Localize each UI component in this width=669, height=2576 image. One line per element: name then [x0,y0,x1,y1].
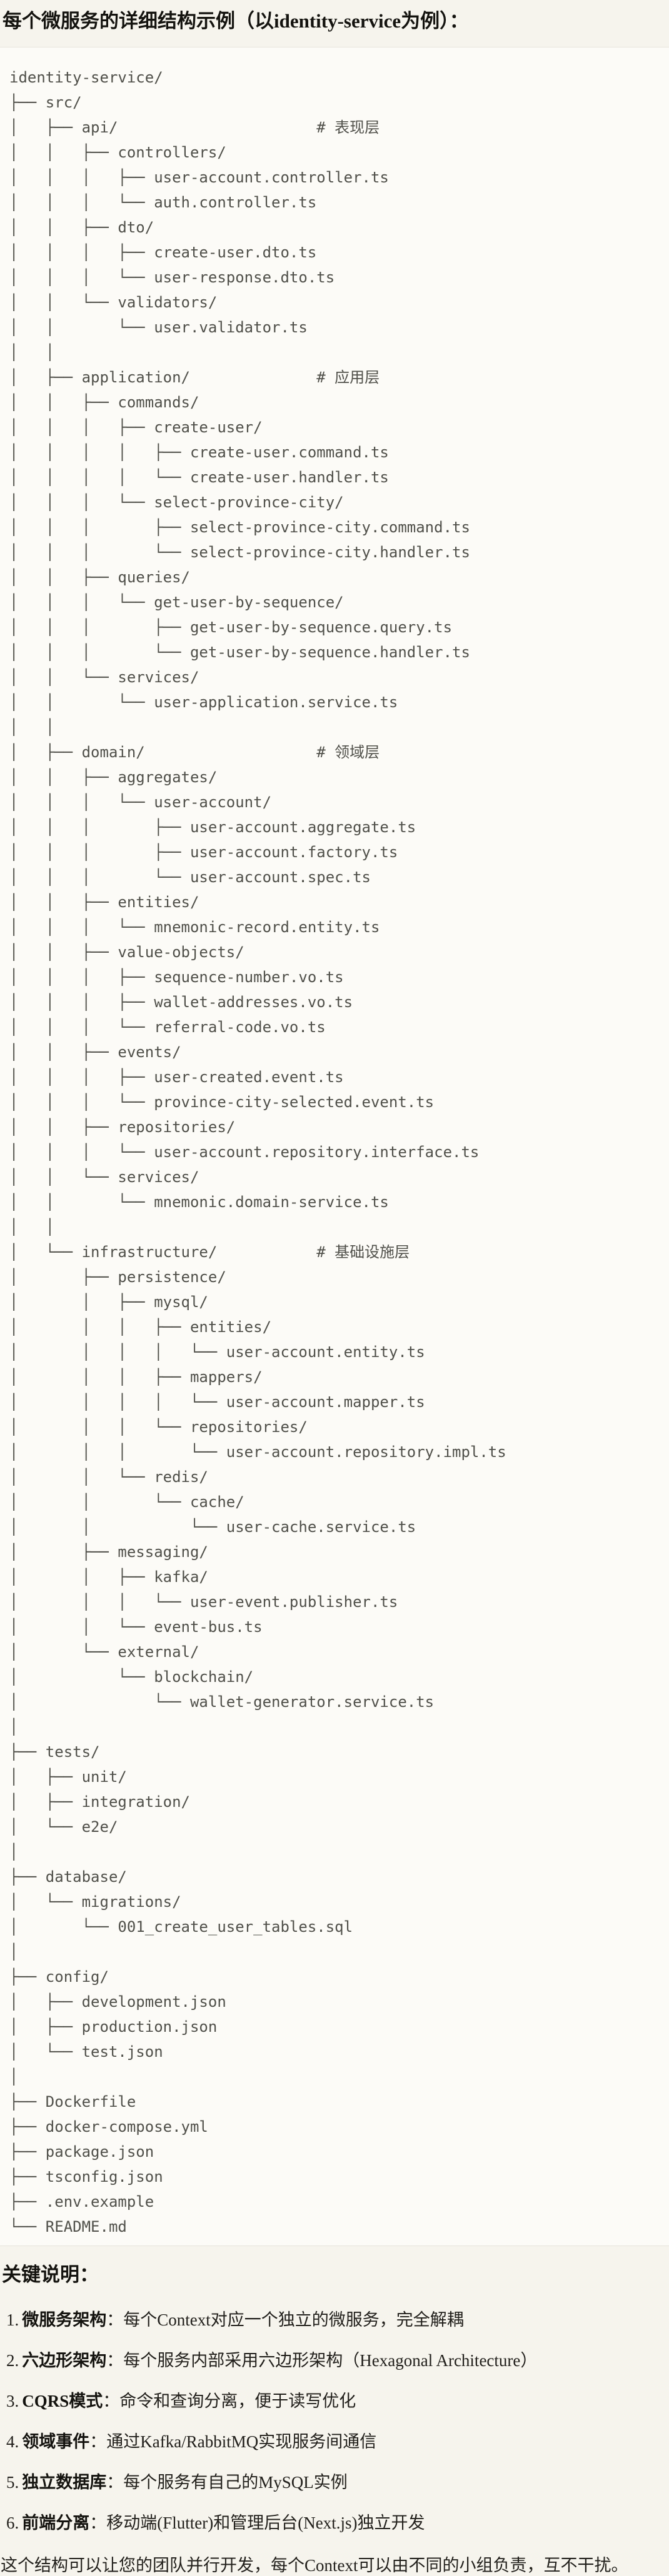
section-heading: 关键说明： [2,2264,99,2285]
list-item: 1.微服务架构：每个Context对应一个独立的微服务，完全解耦 [6,2309,669,2330]
list-item: 3.CQRS模式：命令和查询分离，便于读写优化 [6,2390,669,2412]
note-number: 6. [6,2514,19,2532]
note-text: ：移动端(Flutter)和管理后台(Next.js)独立开发 [89,2514,425,2532]
list-item: 2.六边形架构：每个服务内部采用六边形架构（Hexagonal Architec… [6,2350,669,2371]
notes-list: 1.微服务架构：每个Context对应一个独立的微服务，完全解耦 2.六边形架构… [0,2309,669,2534]
note-text: ：每个服务有自己的MySQL实例 [106,2473,348,2492]
note-text: ：通过Kafka/RabbitMQ实现服务间通信 [89,2432,377,2451]
note-label: 领域事件 [22,2432,90,2451]
note-text: ：命令和查询分离，便于读写优化 [103,2392,356,2410]
document-page: 每个微服务的详细结构示例（以identity-service为例）： ident… [0,9,669,2576]
note-number: 3. [6,2392,19,2410]
note-label: 前端分离 [22,2514,90,2532]
code-block: identity-service/ ├── src/ │ ├── api/ # … [0,47,669,2246]
note-number: 2. [6,2351,19,2370]
note-text: ：每个Context对应一个独立的微服务，完全解耦 [106,2310,464,2329]
note-label: 独立数据库 [22,2473,107,2492]
note-label: 六边形架构 [22,2351,107,2370]
list-item: 4.领域事件：通过Kafka/RabbitMQ实现服务间通信 [6,2431,669,2452]
closing-paragraph: 这个结构可以让您的团队并行开发，每个Context可以由不同的小组负责，互不干扰… [1,2556,628,2575]
note-number: 4. [6,2432,19,2451]
note-label: CQRS模式 [22,2392,103,2410]
list-item: 6.前端分离：移动端(Flutter)和管理后台(Next.js)独立开发 [6,2512,669,2534]
directory-tree: identity-service/ ├── src/ │ ├── api/ # … [9,69,506,2235]
note-number: 1. [6,2310,19,2329]
page-title: 每个微服务的详细结构示例（以identity-service为例）： [3,10,469,32]
list-item: 5.独立数据库：每个服务有自己的MySQL实例 [6,2472,669,2493]
note-label: 微服务架构 [22,2310,107,2329]
note-number: 5. [6,2473,19,2492]
note-text: ：每个服务内部采用六边形架构（Hexagonal Architecture） [106,2351,538,2370]
